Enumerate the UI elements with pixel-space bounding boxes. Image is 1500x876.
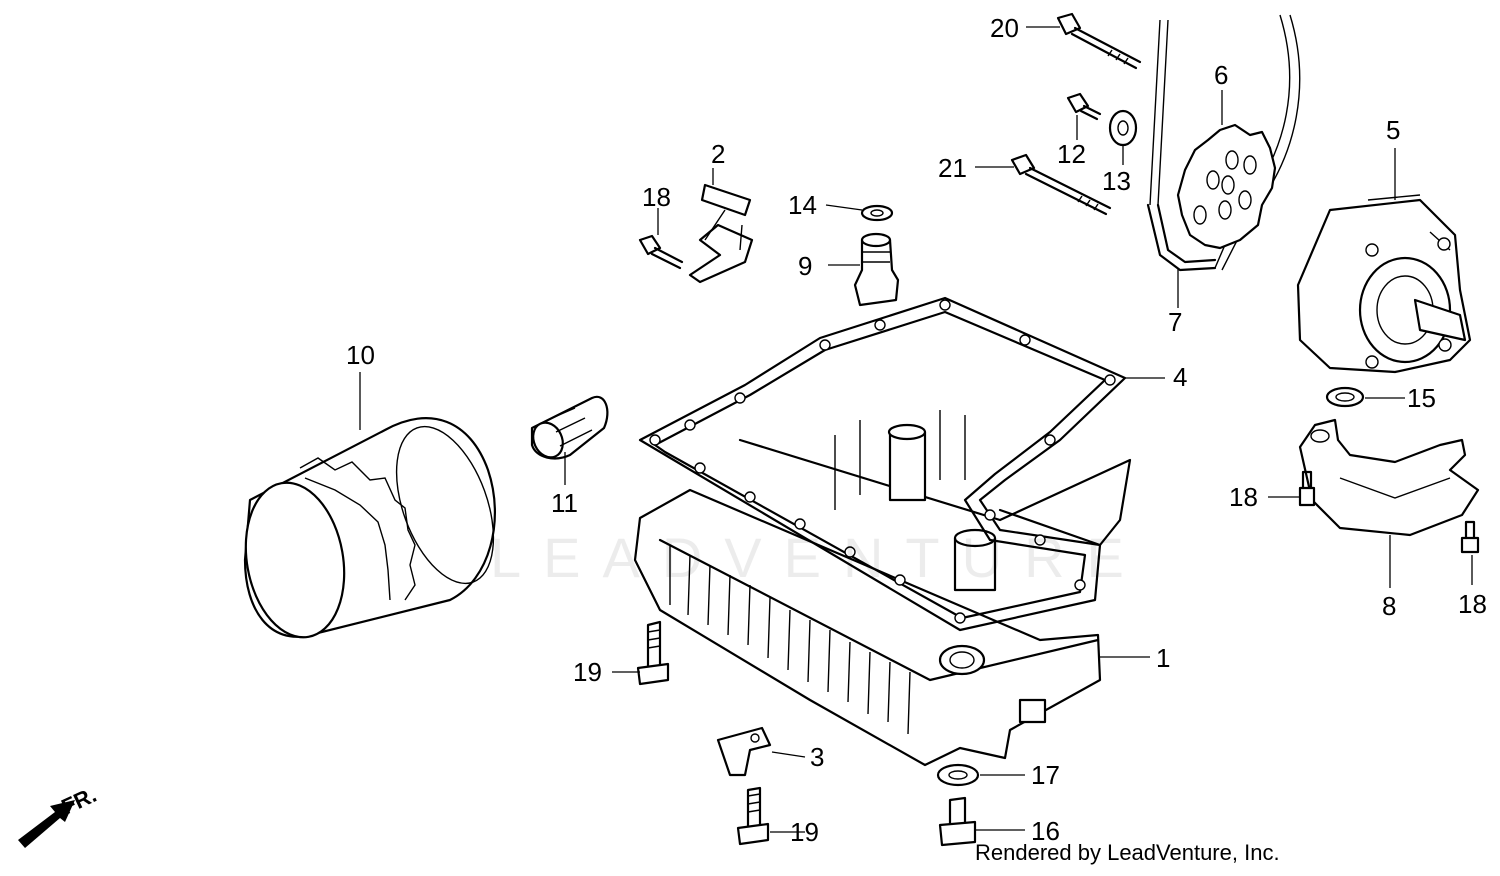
bracket-3 xyxy=(716,726,772,777)
pipe-clip xyxy=(688,183,754,284)
callout-19-lower: 19 xyxy=(790,817,819,847)
callout-9: 9 xyxy=(798,251,812,281)
callout-21: 21 xyxy=(938,153,967,183)
callout-18-right: 18 xyxy=(1458,589,1487,619)
callout-13: 13 xyxy=(1102,166,1131,196)
oil-pump-sprocket xyxy=(1176,123,1277,250)
render-credit: Rendered by LeadVenture, Inc. xyxy=(975,840,1280,865)
callout-labels: 1 2 3 4 5 6 7 8 9 10 11 12 13 14 15 16 1… xyxy=(346,13,1487,847)
callout-18-upper: 18 xyxy=(642,182,671,212)
washer-13 xyxy=(1108,109,1138,147)
bolt-19-upper xyxy=(636,620,670,686)
drain-bolt-16 xyxy=(938,796,977,847)
leader-lines xyxy=(359,26,1473,833)
oil-strainer xyxy=(1298,418,1480,537)
callout-11: 11 xyxy=(551,488,578,518)
bolt-19-lower xyxy=(736,786,770,846)
callout-14: 14 xyxy=(788,190,817,220)
callout-4: 4 xyxy=(1173,362,1187,392)
callout-17: 17 xyxy=(1031,760,1060,790)
watermark: LEADVENTURE xyxy=(490,526,1146,589)
callout-6: 6 xyxy=(1214,60,1228,90)
bolt-12 xyxy=(1066,92,1102,121)
callout-15: 15 xyxy=(1407,383,1436,413)
flange-bolt-18-upper xyxy=(638,234,684,270)
bolt-21 xyxy=(1010,153,1112,216)
oil-pan-gasket xyxy=(638,296,1127,632)
callout-7: 7 xyxy=(1168,307,1182,337)
callout-5: 5 xyxy=(1386,115,1400,145)
callout-20: 20 xyxy=(990,13,1019,43)
callout-18-mid: 18 xyxy=(1229,482,1258,512)
oil-pump xyxy=(1296,194,1472,374)
callout-8: 8 xyxy=(1382,591,1396,621)
callout-10: 10 xyxy=(346,340,375,370)
front-direction-arrow: FR. xyxy=(18,782,100,848)
washer-14 xyxy=(860,204,894,222)
callout-2: 2 xyxy=(711,139,725,169)
oil-pan xyxy=(633,410,1132,767)
oil-pressure-relief-valve xyxy=(853,232,900,307)
washer-17 xyxy=(936,763,980,787)
callout-19-upper: 19 xyxy=(573,657,602,687)
callout-12: 12 xyxy=(1057,139,1086,169)
bolt-18-right xyxy=(1460,520,1480,554)
callout-3: 3 xyxy=(810,742,824,772)
oil-filter xyxy=(243,417,496,639)
bolt-20 xyxy=(1056,12,1142,70)
o-ring-15 xyxy=(1325,386,1365,408)
oil-filter-nipple xyxy=(530,395,609,460)
callout-1: 1 xyxy=(1156,643,1170,673)
callout-16: 16 xyxy=(1031,816,1060,846)
bolt-18-mid xyxy=(1298,470,1316,507)
